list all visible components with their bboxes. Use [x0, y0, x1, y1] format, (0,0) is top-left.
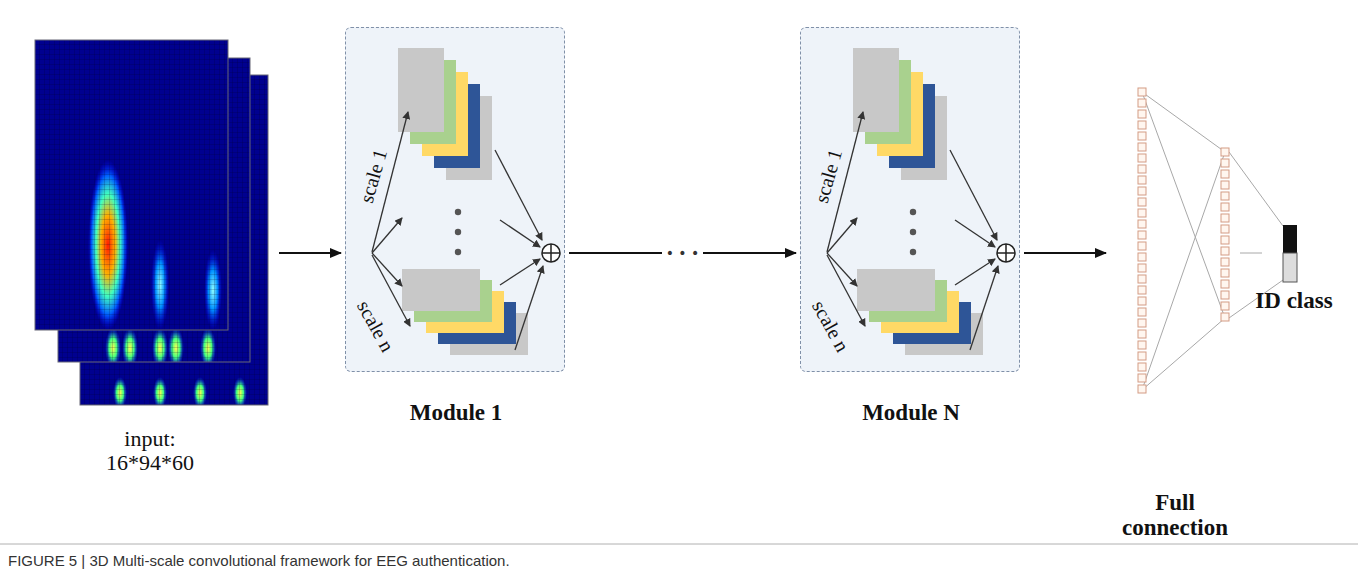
connector-arrow [1024, 252, 1106, 254]
module-title: Module 1 [346, 400, 566, 425]
input-tensor: input: 16*94*60 [30, 35, 275, 485]
connector-arrow [279, 252, 341, 254]
module-title: Module N [801, 400, 1021, 425]
scale-label: scale n [353, 297, 399, 356]
scale-label: scale n [808, 297, 854, 356]
conv-module: scale 1scale nModule N [800, 27, 1020, 372]
conv-module: scale 1scale nModule 1 [345, 27, 565, 372]
output-label: ID class [1254, 288, 1334, 313]
scale-label: scale 1 [355, 147, 391, 206]
connector-arrow [1240, 253, 1262, 254]
layer-label: Full connection [1110, 490, 1240, 541]
input-label: input: 16*94*60 [90, 427, 210, 475]
scale-label: scale 1 [810, 147, 846, 206]
figure-caption: FIGURE 5 | 3D Multi-scale convolutional … [8, 553, 510, 570]
fully-connected-layers: Full connection [1110, 80, 1240, 540]
output-class: ID class [1262, 222, 1326, 347]
continuation-dots: • • • [662, 245, 704, 262]
